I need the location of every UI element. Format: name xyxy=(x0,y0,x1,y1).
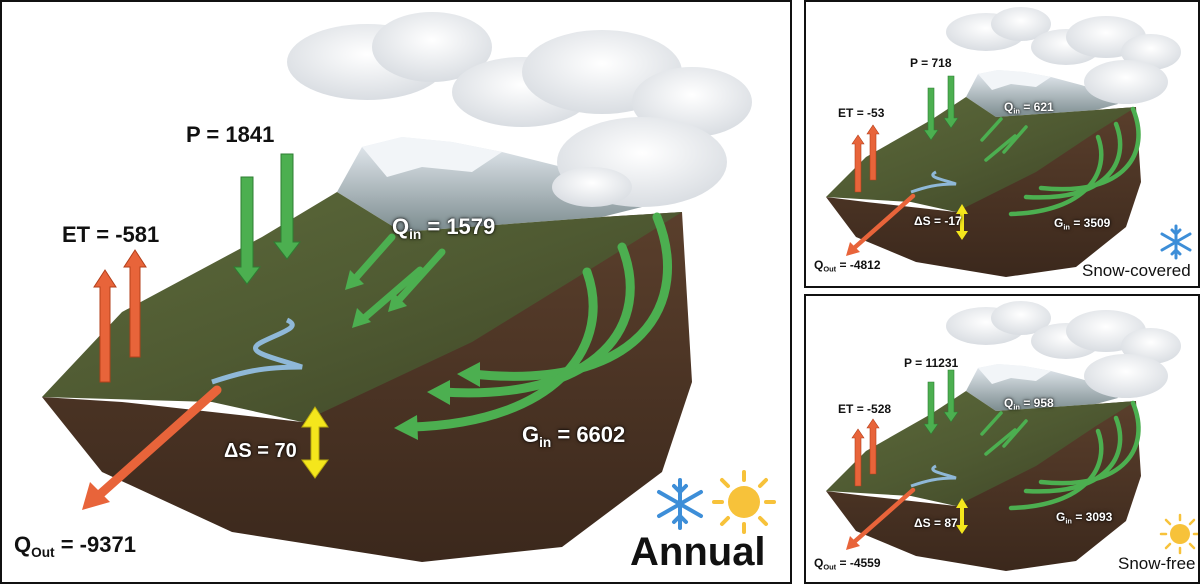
label-gin: Gin = 6602 xyxy=(522,422,625,450)
snow-free-scene xyxy=(826,301,1198,571)
panel-annual: P = 1841 ET = -581 Qin = 1579 Gin = 6602… xyxy=(0,0,792,584)
sc-label-qout-sub: Out xyxy=(823,264,837,274)
snowflake-icon xyxy=(657,478,703,530)
sf-label-p: P = 11231 xyxy=(904,356,958,370)
sc-label-qin-value: = 621 xyxy=(1023,100,1054,114)
stream xyxy=(211,317,303,385)
sc-label-gin-sub: in xyxy=(1063,222,1070,232)
panel-title-snow-free: Snow-free xyxy=(1118,554,1196,573)
panel-snow-covered: P = 718 ET = -53 Qin = 621 Gin = 3509 ΔS… xyxy=(804,0,1200,288)
label-gin-sub: in xyxy=(539,434,552,450)
label-et-sym: ET xyxy=(62,222,91,247)
sf-label-ds-sym: ΔS xyxy=(914,516,931,530)
label-qin-sym: Q xyxy=(392,214,410,239)
snowflake-icon xyxy=(1160,224,1192,260)
sc-label-p: P = 718 xyxy=(910,56,952,70)
label-ds-sym: ΔS xyxy=(224,440,252,462)
panel-title-snow-covered: Snow-covered xyxy=(1082,261,1191,280)
sf-label-ds-value: = 87 xyxy=(933,516,958,530)
sf-label-gin: Gin = 3093 xyxy=(1056,510,1112,526)
sc-label-et: ET = -53 xyxy=(838,106,884,120)
qout-arrow xyxy=(82,385,222,510)
label-qin-value: = 1579 xyxy=(427,214,496,239)
sf-label-p-value: = 11231 xyxy=(915,356,959,370)
label-et: ET = -581 xyxy=(62,222,159,248)
storage-arrow xyxy=(301,406,329,479)
sf-label-qin-sub: in xyxy=(1013,402,1020,412)
sc-label-qin: Qin = 621 xyxy=(1004,100,1054,116)
label-qout-sym: Q xyxy=(14,532,32,557)
sun-icon xyxy=(712,470,776,534)
sc-label-et-value: = -53 xyxy=(856,106,885,120)
cloud-icon xyxy=(287,12,752,207)
sf-label-qout-value: = -4559 xyxy=(839,556,881,570)
sf-label-qout: QOut = -4559 xyxy=(814,556,881,572)
label-p-sym: P xyxy=(186,122,201,147)
qin-arrows xyxy=(350,233,446,324)
sf-label-gin-sym: G xyxy=(1056,510,1066,524)
label-ds: ΔS = 70 xyxy=(224,440,297,463)
sf-label-qout-sym: Q xyxy=(814,556,824,570)
sc-label-qout: QOut = -4812 xyxy=(814,258,881,274)
sun-icon xyxy=(1159,513,1198,555)
sf-label-p-sym: P xyxy=(904,356,912,370)
label-gin-sym: G xyxy=(522,422,540,447)
sc-label-p-sym: P xyxy=(910,56,918,70)
panel-snow-free: P = 11231 ET = -528 Qin = 958 Gin = 3093… xyxy=(804,294,1200,584)
label-et-value: = -581 xyxy=(96,222,160,247)
sc-label-ds: ΔS = -17 xyxy=(914,214,962,228)
p-arrows xyxy=(232,153,302,285)
label-qin: Qin = 1579 xyxy=(392,214,495,242)
sc-label-ds-value: = -17 xyxy=(933,214,962,228)
snow-covered-scene xyxy=(826,7,1192,277)
sc-label-ds-sym: ΔS xyxy=(914,214,931,228)
sc-label-gin: Gin = 3509 xyxy=(1054,216,1110,232)
label-ds-value: = 70 xyxy=(257,440,297,462)
label-qin-sub: in xyxy=(409,226,422,242)
sc-label-gin-value: = 3509 xyxy=(1073,216,1111,230)
sc-label-qin-sub: in xyxy=(1013,106,1020,116)
label-qout-value: = -9371 xyxy=(60,532,136,557)
sc-label-qout-value: = -4812 xyxy=(839,258,881,272)
sf-label-qin-sym: Q xyxy=(1004,396,1014,410)
sf-label-gin-value: = 3093 xyxy=(1075,510,1113,524)
sc-label-p-value: = 718 xyxy=(921,56,952,70)
label-qout-sub: Out xyxy=(31,544,55,560)
panel-title-annual: Annual xyxy=(630,530,766,574)
sc-label-qin-sym: Q xyxy=(1004,100,1014,114)
annual-scene xyxy=(42,12,776,562)
sf-label-et-sym: ET xyxy=(838,402,854,416)
label-p: P = 1841 xyxy=(186,122,274,148)
sf-label-qin-value: = 958 xyxy=(1023,396,1054,410)
sf-label-qin: Qin = 958 xyxy=(1004,396,1054,412)
label-p-value: = 1841 xyxy=(206,122,275,147)
gin-arrows xyxy=(407,212,673,432)
label-qout: QOut = -9371 xyxy=(14,532,136,560)
sf-label-gin-sub: in xyxy=(1065,516,1072,526)
sf-label-ds: ΔS = 87 xyxy=(914,516,958,530)
label-gin-value: = 6602 xyxy=(557,422,626,447)
sc-label-gin-sym: G xyxy=(1054,216,1064,230)
ground-surface xyxy=(42,192,682,422)
sf-label-et-value: = -528 xyxy=(856,402,892,416)
sf-label-qout-sub: Out xyxy=(823,562,837,572)
sc-label-qout-sym: Q xyxy=(814,258,824,272)
sf-label-et: ET = -528 xyxy=(838,402,891,416)
sc-label-et-sym: ET xyxy=(838,106,854,120)
et-arrows xyxy=(93,249,147,383)
